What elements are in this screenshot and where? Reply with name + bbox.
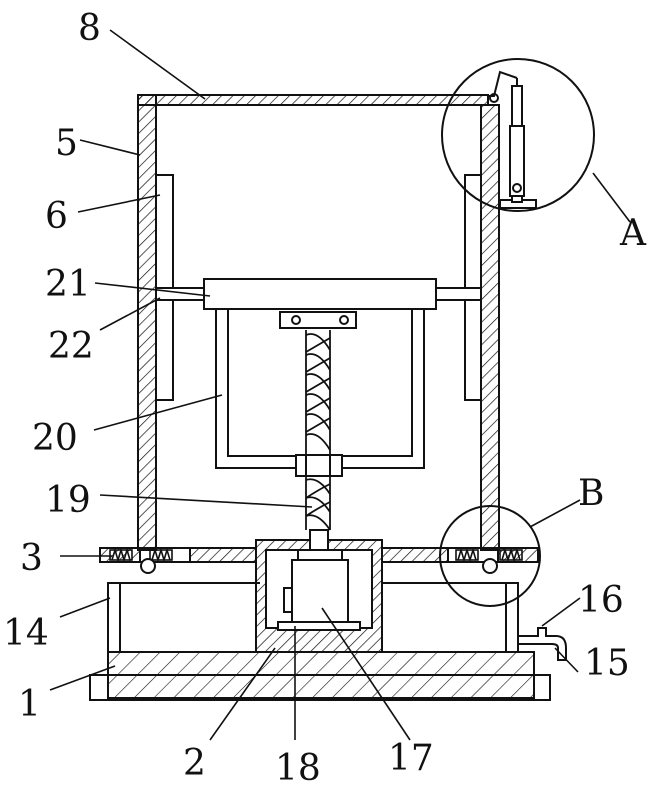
label-b: B bbox=[578, 473, 604, 514]
right-post bbox=[480, 104, 500, 551]
hydraulic-cylinder bbox=[488, 70, 537, 209]
label-22: 22 bbox=[48, 326, 94, 367]
basket-frame-inner bbox=[227, 309, 413, 457]
label-1: 1 bbox=[18, 684, 41, 725]
label-19: 19 bbox=[45, 480, 91, 521]
label-17: 17 bbox=[388, 738, 434, 779]
left-post bbox=[137, 94, 157, 551]
screw-nut bbox=[295, 454, 343, 477]
label-8: 8 bbox=[78, 8, 101, 49]
pump-top bbox=[297, 549, 343, 561]
pump-body bbox=[291, 559, 349, 623]
label-18: 18 bbox=[275, 748, 321, 788]
pump-plate bbox=[277, 621, 361, 631]
housing-right bbox=[382, 582, 519, 652]
crossbar bbox=[203, 278, 437, 310]
right-wheel bbox=[482, 558, 498, 574]
screw-shaft bbox=[305, 330, 331, 531]
base-concrete bbox=[107, 651, 535, 699]
label-2: 2 bbox=[183, 743, 206, 784]
label-14: 14 bbox=[3, 613, 49, 654]
housing-right-wall bbox=[505, 582, 519, 653]
left-wheel bbox=[140, 558, 156, 574]
label-21: 21 bbox=[45, 264, 91, 305]
label-3: 3 bbox=[20, 538, 43, 579]
label-20: 20 bbox=[32, 418, 78, 459]
coupling bbox=[309, 529, 329, 551]
label-15: 15 bbox=[584, 643, 630, 684]
right-slider-rod bbox=[435, 287, 482, 301]
housing-left bbox=[107, 582, 260, 652]
housing-left-wall bbox=[107, 582, 121, 653]
pump-side bbox=[283, 587, 293, 613]
basket-frame-outer bbox=[215, 309, 425, 469]
faucet bbox=[517, 627, 567, 661]
detail-circle-a bbox=[441, 58, 595, 212]
leader-lines bbox=[49, 29, 631, 741]
label-16: 16 bbox=[578, 580, 624, 621]
label-a: A bbox=[619, 213, 647, 254]
detail-circle-b bbox=[439, 505, 541, 607]
right-spring bbox=[455, 547, 523, 563]
label-5: 5 bbox=[55, 123, 78, 164]
top-beam bbox=[137, 94, 489, 106]
label-6: 6 bbox=[45, 196, 68, 237]
